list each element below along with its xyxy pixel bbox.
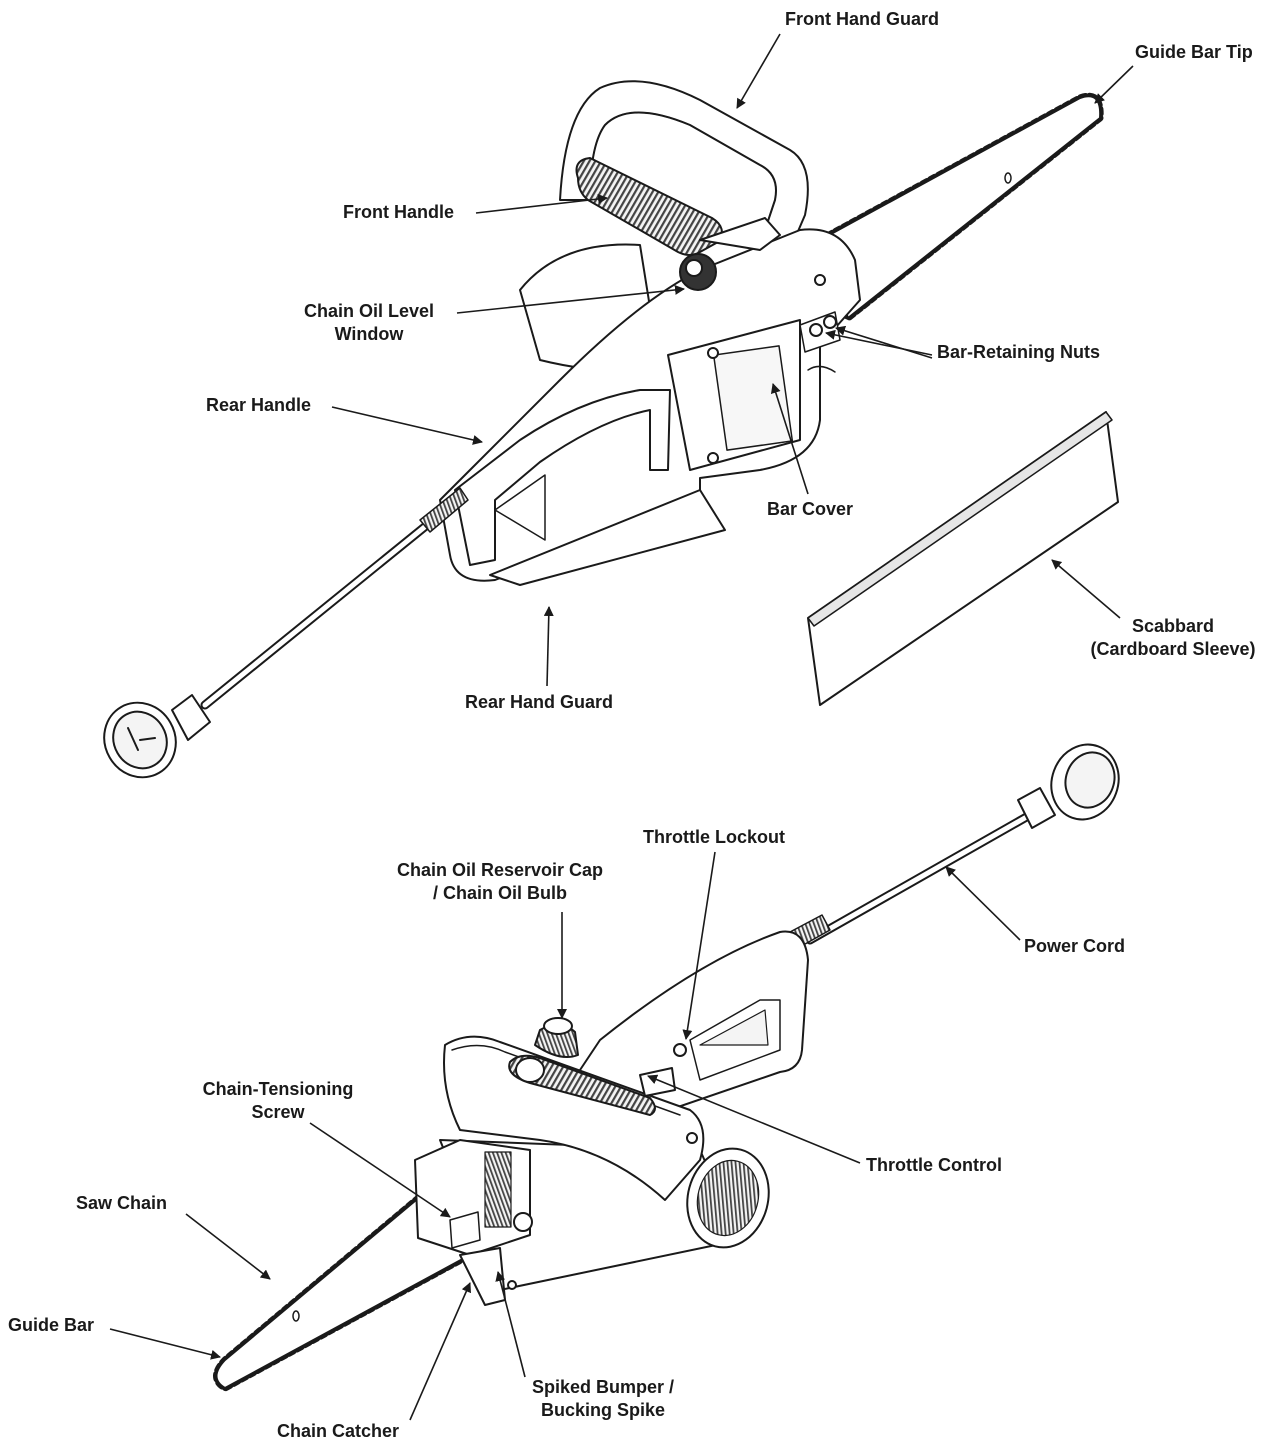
label-spiked-bumper-line1: Spiked Bumper / — [531, 1377, 675, 1397]
top-chainsaw — [103, 80, 1104, 779]
leader-saw-chain — [185, 1213, 271, 1280]
leader-lines — [109, 33, 1134, 1421]
label-bar-retaining-nuts: Bar-Retaining Nuts — [937, 342, 1101, 362]
leader-chain-oil-level — [456, 284, 685, 314]
label-rear-handle: Rear Handle — [206, 395, 312, 415]
label-throttle-lockout: Throttle Lockout — [643, 827, 785, 847]
scabbard-drawing — [807, 411, 1119, 706]
label-chain-oil-reservoir-cap-line2: / Chain Oil Bulb — [433, 883, 567, 903]
bottom-body — [559, 930, 809, 1121]
label-chain-oil-reservoir-cap-line1: Chain Oil Reservoir Cap — [396, 860, 604, 880]
leader-power-cord — [945, 866, 1021, 941]
label-chain-oil-level-window-line2: Window — [334, 324, 404, 344]
bottom-power-cord — [789, 743, 1120, 949]
top-front-handle — [575, 157, 781, 291]
leader-bar-retaining-nut-1 — [835, 325, 933, 359]
label-chain-tensioning-screw: Chain-Tensioning Screw — [186, 1078, 370, 1124]
leader-throttle-control — [647, 1074, 861, 1164]
leader-chain-catcher — [409, 1282, 471, 1421]
label-spiked-bumper-line2: Bucking Spike — [540, 1400, 666, 1420]
leader-front-hand-guard — [736, 33, 781, 109]
label-chain-tensioning-screw-line2: Screw — [251, 1102, 305, 1122]
label-guide-bar: Guide Bar — [8, 1315, 95, 1335]
label-power-cord: Power Cord — [1024, 936, 1126, 956]
top-rear-hand-guard — [489, 489, 726, 586]
leader-spiked-bumper — [495, 1271, 526, 1378]
label-front-hand-guard: Front Hand Guard — [785, 9, 939, 29]
label-spiked-bumper: Spiked Bumper / Bucking Spike — [514, 1376, 692, 1422]
label-throttle-control: Throttle Control — [866, 1155, 1002, 1175]
label-scabbard-line2: (Cardboard Sleeve) — [1090, 639, 1256, 659]
top-power-cord — [103, 487, 469, 779]
bottom-side-plate — [414, 1139, 533, 1306]
bottom-oil-cap — [534, 1017, 579, 1058]
bottom-front-handle — [508, 1054, 656, 1116]
label-chain-oil-level-window-line1: Chain Oil Level — [303, 301, 435, 321]
leader-front-handle — [475, 194, 608, 214]
leader-guide-bar-tip — [1094, 65, 1134, 104]
label-scabbard: Scabbard (Cardboard Sleeve) — [1078, 615, 1268, 661]
bottom-throttle-lockout-btn — [673, 1043, 687, 1057]
label-chain-tensioning-screw-line1: Chain-Tensioning — [202, 1079, 354, 1099]
leader-bar-cover — [770, 383, 809, 495]
leader-guide-bar — [109, 1328, 221, 1360]
bottom-chainsaw — [213, 743, 1120, 1392]
label-saw-chain: Saw Chain — [76, 1193, 168, 1213]
label-chain-catcher: Chain Catcher — [277, 1421, 400, 1441]
leader-bar-retaining-nut-2 — [825, 329, 933, 356]
label-front-handle: Front Handle — [343, 202, 454, 222]
leader-chain-tensioning — [309, 1122, 451, 1218]
label-bar-cover: Bar Cover — [767, 499, 854, 519]
top-rear-handle — [454, 389, 671, 566]
leader-rear-handle — [331, 406, 483, 445]
bottom-front-hand-guard — [443, 1035, 705, 1201]
bottom-guide-bar — [213, 1176, 474, 1392]
leader-throttle-lockout — [682, 851, 716, 1040]
leader-scabbard — [1051, 559, 1121, 619]
label-rear-hand-guard: Rear Hand Guard — [465, 692, 614, 712]
label-chain-oil-reservoir-cap: Chain Oil Reservoir Cap / Chain Oil Bulb — [376, 859, 624, 905]
label-chain-oil-level-window: Chain Oil Level Window — [290, 300, 448, 346]
label-guide-bar-tip: Guide Bar Tip — [1135, 42, 1253, 62]
top-front-hand-guard — [559, 80, 809, 251]
leader-rear-hand-guard — [543, 606, 554, 687]
top-guide-bar — [816, 92, 1104, 322]
label-scabbard-line1: Scabbard — [1131, 616, 1215, 636]
